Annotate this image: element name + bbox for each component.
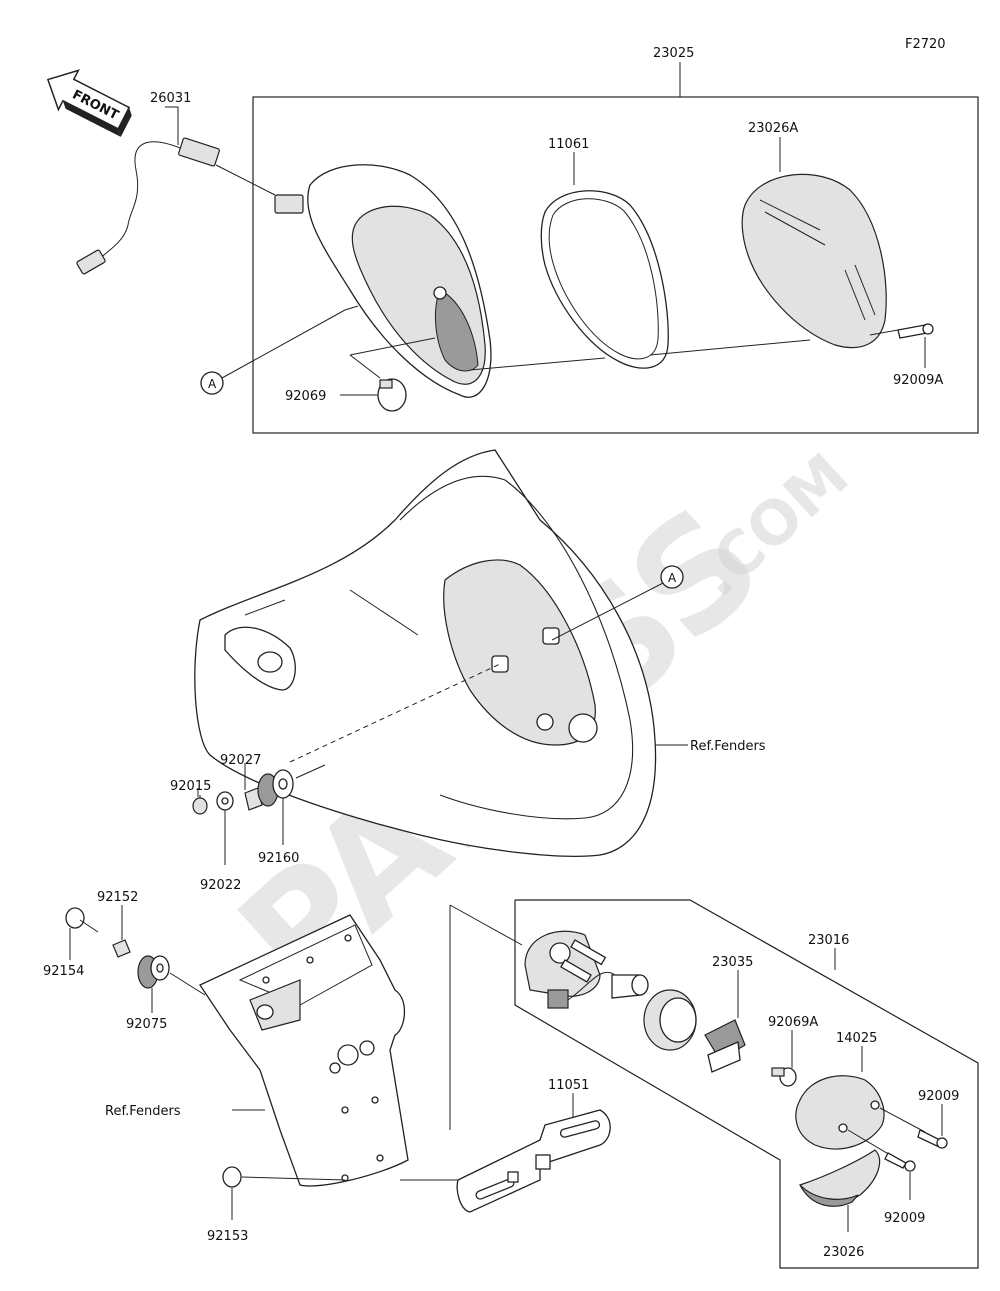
ref-a-mid-marker [660,565,684,589]
callout-92075: 92075 [126,1017,167,1032]
callout-92015: 92015 [170,779,211,794]
callout-92009-top: 92009 [918,1089,959,1104]
callout-92154: 92154 [43,964,84,979]
ref-fenders-mid: Ref.Fenders [690,739,766,754]
callout-92153: 92153 [207,1229,248,1244]
cover-14025 [795,1075,885,1150]
callout-92152: 92152 [97,890,138,905]
screw-92009-top [879,1107,948,1149]
gasket-11061 [540,190,669,369]
lens-23026A [741,173,887,349]
callout-26031: 26031 [150,91,191,106]
screw-92009A [869,323,934,339]
callout-92069: 92069 [285,389,326,404]
ref-fenders-low: Ref.Fenders [105,1104,181,1119]
ref-a-mid: A [668,571,677,585]
callout-92022: 92022 [200,878,241,893]
callout-92027: 92027 [220,753,261,768]
license-bracket-fender [199,914,409,1187]
lens-23026 [799,1149,881,1207]
bulb-92069 [349,337,436,412]
callout-23025: 23025 [653,46,694,61]
callout-92009A: 92009A [893,373,943,388]
wire-harness-26031 [76,137,304,275]
callout-11061: 11061 [548,137,589,152]
ref-a-top: A [208,377,217,391]
callout-23035: 23035 [712,955,753,970]
callout-92069A: 92069A [768,1015,818,1030]
bracket-11051 [456,1109,611,1213]
callout-92009-bottom: 92009 [884,1211,925,1226]
callout-23016: 23016 [808,933,849,948]
socket-23035 [643,989,746,1073]
ref-a-top-marker [200,371,224,395]
assembly-frame-23016 [514,899,979,1269]
callout-14025: 14025 [836,1031,877,1046]
callout-11051: 11051 [548,1078,589,1093]
rear-fender [194,449,657,857]
screw-92009-bottom [847,1129,916,1172]
front-arrow-icon: FRONT [46,69,132,137]
tail-lamp-housing [307,164,492,398]
callout-92160: 92160 [258,851,299,866]
bulb-92069A [771,1067,797,1087]
fastener-group-92154-92075 [65,907,206,996]
diagram-code: F2720 [905,37,946,52]
license-lamp-base [524,930,649,1009]
callout-23026: 23026 [823,1245,864,1260]
callout-23026A: 23026A [748,121,798,136]
